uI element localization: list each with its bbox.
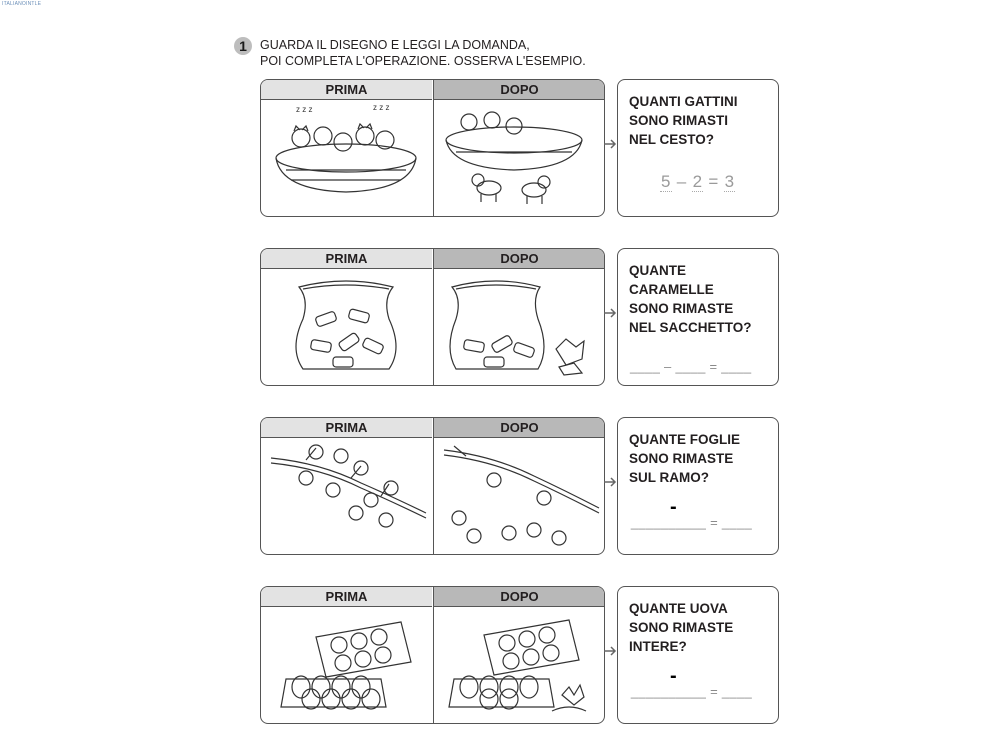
- before-label: PRIMA: [261, 80, 432, 100]
- before-label: PRIMA: [261, 587, 432, 607]
- instructions: GUARDA IL DISEGNO E LEGGI LA DOMANDA, PO…: [260, 38, 586, 69]
- after-label: DOPO: [434, 587, 604, 607]
- question-line: SONO RIMASTI: [629, 113, 729, 128]
- branch-leaves-icon: [443, 445, 600, 546]
- after-label: DOPO: [434, 80, 604, 100]
- question-text: QUANTI GATTINI SONO RIMASTI NEL CESTO?: [629, 92, 774, 149]
- instruction-line: GUARDA IL DISEGNO E LEGGI LA DOMANDA,: [260, 38, 530, 52]
- equals-sign: =: [708, 172, 719, 191]
- minus-sign: -: [670, 496, 677, 518]
- answer-line[interactable]: __________ = ____: [630, 684, 753, 699]
- arrow-right-icon: [604, 308, 617, 318]
- question-line: NEL CESTO?: [629, 132, 715, 147]
- svg-text:z z z: z z z: [373, 103, 389, 112]
- picture-panel: PRIMA z z z z z z DOPO: [260, 79, 605, 217]
- question-line: QUANTE FOGLIE: [629, 432, 740, 447]
- question-panel: QUANTE FOGLIE SONO RIMASTE SUL RAMO? - _…: [617, 417, 779, 555]
- before-label: PRIMA: [261, 418, 432, 438]
- question-line: INTERE?: [629, 639, 687, 654]
- minus-sign: -: [670, 665, 677, 687]
- exercise-row-eggs: PRIMA DOPO: [260, 586, 780, 724]
- operand-a: 5: [660, 172, 672, 192]
- question-line: SONO RIMASTE: [629, 301, 734, 316]
- after-label: DOPO: [434, 249, 604, 269]
- after-label: DOPO: [434, 418, 604, 438]
- candy-bag-icon: [295, 280, 397, 370]
- arrow-right-icon: [604, 477, 617, 487]
- before-panel: PRIMA z z z z z z: [261, 80, 432, 216]
- question-line: QUANTE UOVA: [629, 601, 728, 616]
- after-panel: DOPO: [433, 80, 604, 216]
- after-panel: DOPO: [433, 249, 604, 385]
- svg-text:z z z: z z z: [296, 105, 312, 114]
- candy-bag-icon: [449, 280, 585, 376]
- picture-panel: PRIMA DOPO: [260, 248, 605, 386]
- question-line: SUL RAMO?: [629, 470, 709, 485]
- question-line: CARAMELLE: [629, 282, 714, 297]
- answer-blank[interactable]: ____ – ____ = ____: [630, 359, 752, 374]
- before-panel: PRIMA: [261, 587, 432, 723]
- exercise-row-leaves: PRIMA DOPO: [260, 417, 780, 555]
- question-panel: QUANTE CARAMELLE SONO RIMASTE NEL SACCHE…: [617, 248, 779, 386]
- question-line: SONO RIMASTE: [629, 620, 734, 635]
- operand-b: 2: [691, 172, 704, 192]
- picture-panel: PRIMA DOPO: [260, 586, 605, 724]
- question-line: QUANTI GATTINI: [629, 94, 738, 109]
- question-panel: QUANTE UOVA SONO RIMASTE INTERE? - _____…: [617, 586, 779, 724]
- arrow-right-icon: [604, 139, 617, 149]
- before-panel: PRIMA: [261, 418, 432, 554]
- egg-carton-icon: [280, 621, 412, 710]
- result: 3: [723, 172, 736, 192]
- kittens-basket-icon: [445, 111, 583, 204]
- question-line: SONO RIMASTE: [629, 451, 734, 466]
- instruction-line: POI COMPLETA L'OPERAZIONE. OSSERVA L'ESE…: [260, 53, 586, 68]
- before-panel: PRIMA: [261, 249, 432, 385]
- question-line: QUANTE: [629, 263, 686, 278]
- answer-blank[interactable]: - __________ = ____: [630, 496, 762, 533]
- answer-line[interactable]: __________ = ____: [630, 515, 753, 530]
- example-answer: 5 – 2 = 3: [660, 172, 736, 192]
- before-label: PRIMA: [261, 249, 432, 269]
- answer-blank[interactable]: - __________ = ____: [630, 665, 762, 702]
- branch-leaves-icon: [270, 444, 427, 528]
- corner-label: ITALIANOINTLE: [2, 1, 42, 7]
- question-line: NEL SACCHETTO?: [629, 320, 752, 335]
- question-text: QUANTE UOVA SONO RIMASTE INTERE?: [629, 599, 774, 656]
- question-text: QUANTE FOGLIE SONO RIMASTE SUL RAMO?: [629, 430, 774, 487]
- operator: –: [676, 172, 687, 191]
- picture-panel: PRIMA DOPO: [260, 417, 605, 555]
- exercise-row-kittens: PRIMA z z z z z z DOPO: [260, 79, 780, 217]
- question-text: QUANTE CARAMELLE SONO RIMASTE NEL SACCHE…: [629, 261, 774, 337]
- kittens-basket-icon: z z z z z z: [275, 103, 417, 193]
- exercise-row-candies: PRIMA DOPO: [260, 248, 780, 386]
- after-panel: DOPO: [433, 418, 604, 554]
- egg-carton-icon: [448, 619, 587, 712]
- after-panel: DOPO: [433, 587, 604, 723]
- question-panel: QUANTI GATTINI SONO RIMASTI NEL CESTO? 5…: [617, 79, 779, 217]
- exercise-number: 1: [234, 37, 252, 55]
- arrow-right-icon: [604, 646, 617, 656]
